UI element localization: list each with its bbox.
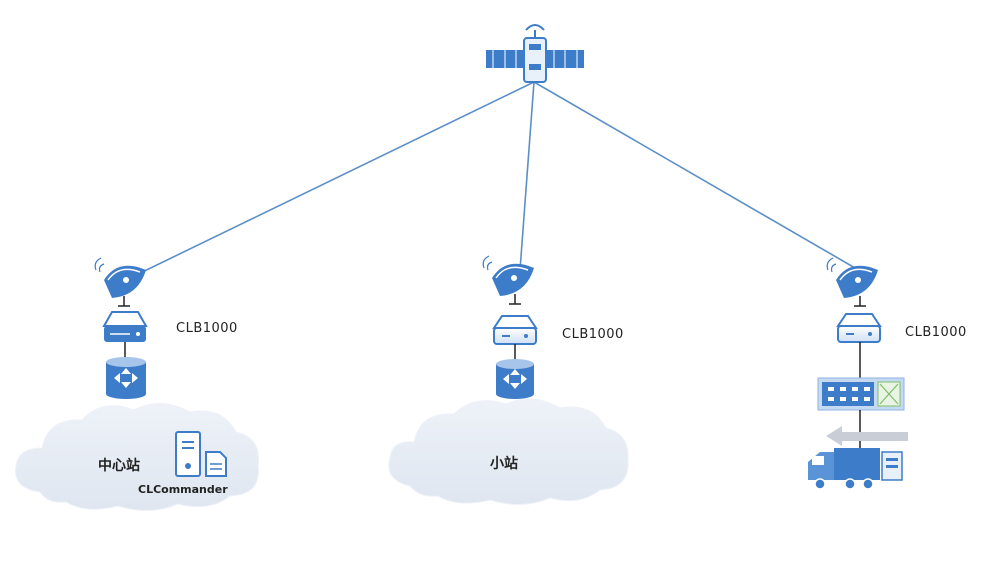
hub-site-label: 中心站	[98, 457, 140, 474]
document-icon	[205, 451, 227, 477]
small-station-modem-label: CLB1000	[562, 327, 624, 342]
server-icon	[175, 431, 201, 477]
satellite-icon	[486, 24, 584, 83]
cloud-icon	[388, 398, 629, 505]
small-station-site-label: 小站	[490, 455, 518, 472]
link-satellite-to-vehicle	[533, 81, 863, 273]
link-satellite-to-small-station	[519, 81, 535, 271]
satellite-dish-icon	[482, 255, 534, 305]
modem-icon	[836, 313, 882, 343]
link-satellite-to-hub	[129, 81, 535, 279]
station-vehicle: CLB1000	[808, 257, 967, 490]
station-hub: CLB1000 中心站 CLCommander	[15, 257, 260, 511]
modem-icon	[102, 311, 148, 342]
switch-panel-icon	[817, 377, 905, 411]
cloud-icon	[15, 403, 260, 511]
hub-software-label: CLCommander	[138, 483, 228, 496]
satellite-dish-icon	[826, 257, 878, 307]
router-icon	[496, 359, 534, 399]
hub-modem-label: CLB1000	[176, 321, 238, 336]
truck-icon	[808, 448, 903, 490]
station-small: CLB1000 小站	[388, 255, 629, 505]
satellite-links	[129, 81, 863, 279]
vehicle-modem-label: CLB1000	[905, 325, 967, 340]
modem-icon	[492, 315, 538, 345]
router-icon	[106, 357, 146, 399]
arrow-left-icon	[826, 426, 908, 446]
satellite-dish-icon	[94, 257, 146, 307]
